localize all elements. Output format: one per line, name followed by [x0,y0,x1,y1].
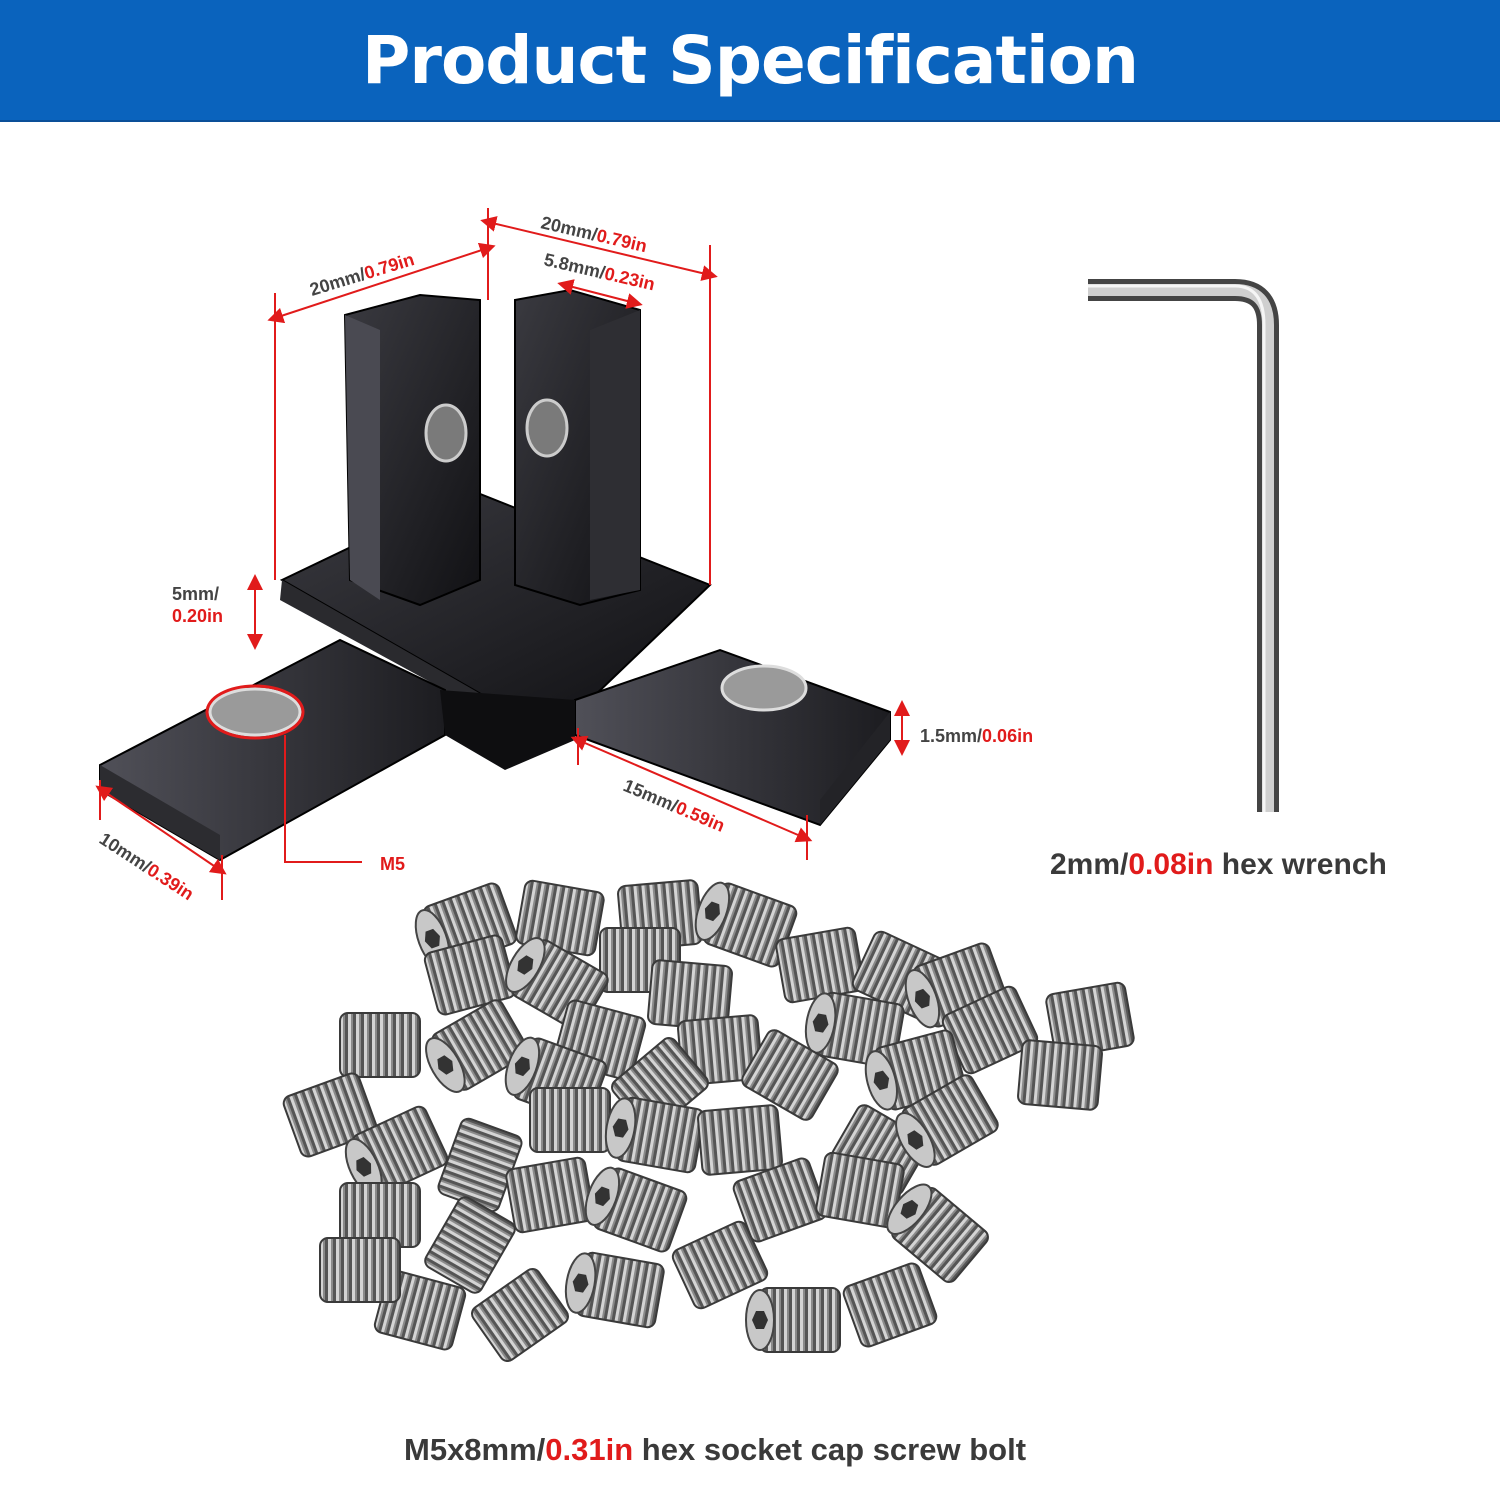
dim-lip: 1.5mm/0.06in [920,726,1033,746]
set-screw [505,1156,595,1234]
set-screw [842,1262,938,1348]
wrench-caption: 2mm/0.08in hex wrench [1050,848,1387,881]
screw-caption: M5x8mm/0.31in hex socket cap screw bolt [404,1432,1027,1467]
set-screw [815,1151,905,1229]
set-screw [471,1267,569,1363]
set-screw [1017,1039,1103,1111]
set-screw [886,1183,989,1283]
set-screw [529,1087,611,1153]
dim-base-in: 0.20in [172,606,223,626]
header-banner: Product Specification [0,0,1500,122]
dim-base-mm: 5mm/ [172,584,219,604]
set-screw [775,926,865,1004]
set-screw-pile [282,879,1135,1363]
set-screw [745,1287,841,1353]
thread-hole-arm-right [720,664,808,712]
set-screw [339,1012,421,1078]
set-screw [895,1074,999,1168]
set-screw [694,881,798,968]
set-screw [564,1251,665,1329]
set-screw [697,1104,783,1176]
set-screw [344,1105,449,1196]
set-screw [424,1196,516,1294]
set-screw [425,999,529,1093]
set-screw [319,1237,401,1303]
set-screw [732,1157,828,1243]
dim-width: 20mm/0.79in [307,249,416,300]
set-screw [423,934,517,1016]
dim-depth: 20mm/0.79in [539,212,649,256]
corner-bracket [99,288,891,862]
thread-hole-upright-right [525,398,569,458]
set-screw [604,1096,705,1174]
dimension-lines [95,208,910,900]
set-screw [671,1220,769,1310]
set-screw [741,1029,839,1121]
thread-hole-upright-left [424,403,468,463]
dim-slot: 5.8mm/0.23in [542,249,657,294]
page-title: Product Specification [362,21,1139,99]
dim-arm-width: 10mm/0.39in [96,829,198,905]
dim-thread: M5 [380,854,405,874]
set-screw [282,1072,378,1158]
hex-wrench [1088,279,1279,812]
thread-hole-arm-left [208,687,302,737]
set-screw [584,1166,688,1253]
